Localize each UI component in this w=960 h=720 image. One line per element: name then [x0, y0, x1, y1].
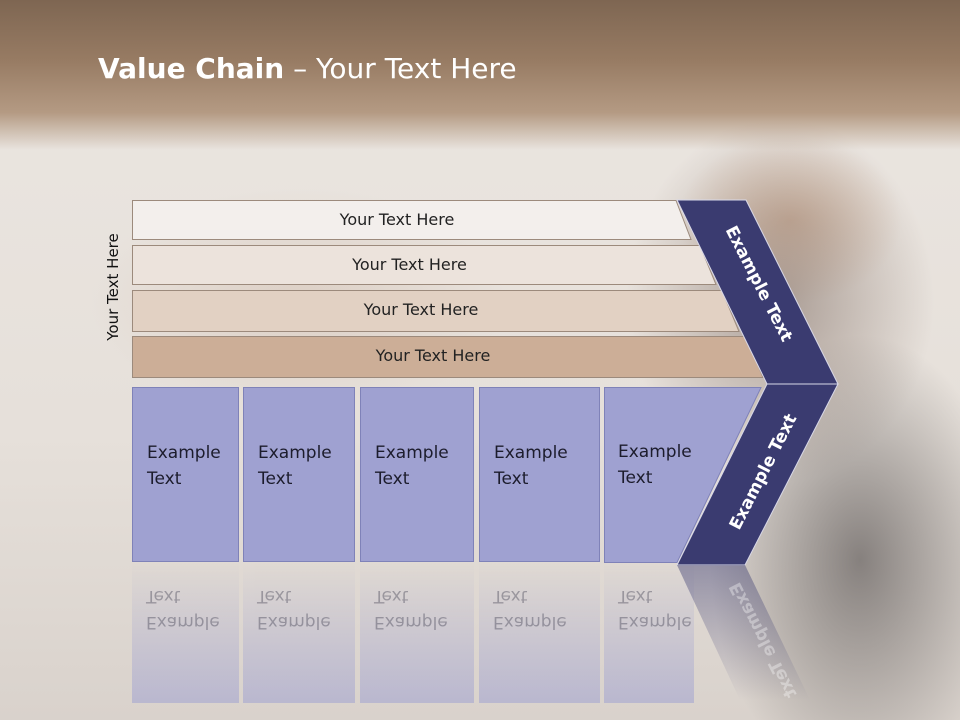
row-1: Your Text Here — [132, 200, 692, 240]
row-3-shape — [132, 290, 740, 332]
title-bar — [0, 0, 960, 150]
row-4-label: Your Text Here — [375, 345, 491, 365]
column-5-line1: Example — [618, 442, 692, 462]
title-bold: Value Chain — [98, 52, 285, 85]
column-4-line1: Example — [494, 443, 568, 463]
row-3-label: Your Text Here — [363, 299, 479, 319]
slide-title: Value Chain – Your Text Here — [98, 52, 517, 96]
column-5-shape — [604, 387, 762, 563]
column-3-line1: Example — [375, 443, 449, 463]
column-1-line1: Example — [147, 443, 221, 463]
column-5-line2: Text — [618, 468, 653, 488]
row-3: Your Text Here — [132, 290, 740, 332]
column-2-line1: Example — [258, 443, 332, 463]
row-4: Your Text Here — [132, 336, 764, 378]
column-3-line2: Text — [375, 469, 410, 489]
chevron-reflection — [677, 565, 810, 700]
row-2-shape — [132, 245, 717, 285]
row-4-shape — [132, 336, 764, 378]
title-rest: – Your Text Here — [284, 52, 517, 85]
row-2: Your Text Here — [132, 245, 717, 285]
row-1-label: Your Text Here — [339, 209, 455, 229]
column-4-line2: Text — [494, 469, 529, 489]
row-1-shape — [132, 200, 692, 240]
column-1-line2: Text — [147, 469, 182, 489]
row-2-label: Your Text Here — [352, 254, 467, 274]
column-2-line2: Text — [258, 469, 293, 489]
